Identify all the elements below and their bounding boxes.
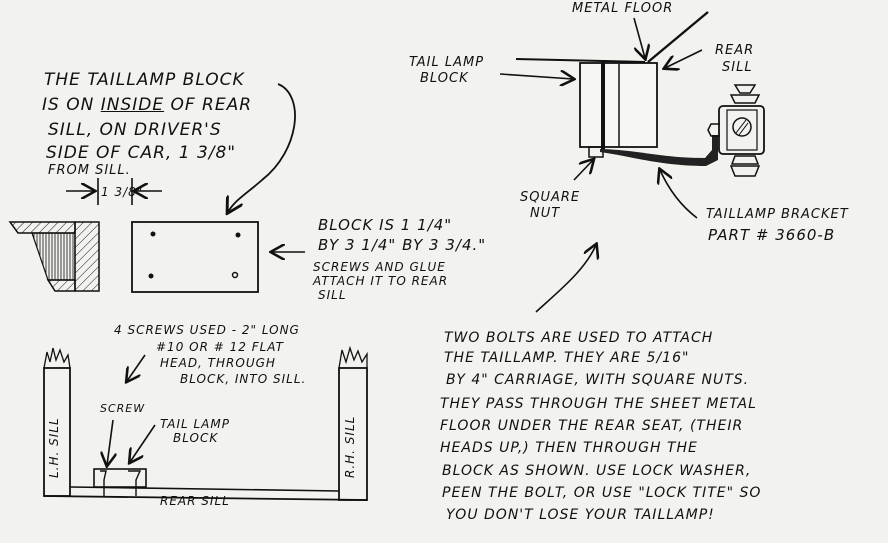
- note-line: SILL: [318, 288, 347, 302]
- arrow-bracket: [660, 170, 698, 219]
- note-line: SCREWS AND GLUE: [313, 260, 446, 274]
- sill-cross-section: [8, 221, 100, 292]
- label-bracket: TAILLAMP BRACKET: [706, 207, 849, 222]
- note-text: OF REAR: [164, 95, 253, 115]
- label-metal-floor: METAL FLOOR: [572, 1, 674, 16]
- note-line: THE TAILLAMP. THEY ARE 5/16": [444, 350, 690, 366]
- note-text: IS ON: [42, 95, 101, 115]
- note-line: BLOCK, INTO SILL.: [180, 372, 307, 386]
- arrow-metal-floor: [633, 17, 645, 58]
- note-line: THEY PASS THROUGH THE SHEET METAL: [440, 396, 757, 412]
- label-tail-lamp-block: TAIL LAMP: [409, 55, 485, 70]
- label-rear-sill: REAR SILL: [160, 494, 230, 508]
- note-line: FROM SILL.: [48, 163, 131, 178]
- assembly-drawing: [515, 11, 765, 177]
- label-bracket-part-number: PART # 3660-B: [708, 226, 836, 244]
- label-lh-sill: L.H. SILL: [47, 417, 61, 478]
- note-line: SIDE OF CAR, 1 3/8": [46, 143, 237, 163]
- note-line: BLOCK IS 1 1/4": [318, 216, 453, 234]
- note-line: #10 OR # 12 FLAT: [156, 340, 284, 354]
- note-line: 4 SCREWS USED - 2" LONG: [114, 323, 300, 337]
- label-tail-lamp-block: BLOCK: [420, 71, 469, 86]
- arrow-screws-note: [127, 354, 146, 381]
- label-rear-sill: REAR: [715, 43, 755, 58]
- dimension-label: 1 3/8": [101, 185, 144, 199]
- note-line: SILL, ON DRIVER'S: [48, 120, 222, 140]
- taillamp-icon: [707, 84, 765, 177]
- note-line: HEADS UP,) THEN THROUGH THE: [440, 440, 698, 456]
- label-frame-block: BLOCK: [173, 431, 219, 445]
- note-line: IS ON INSIDE OF REAR: [42, 97, 252, 114]
- note-line: BY 3 1/4" BY 3 3/4.": [318, 236, 487, 254]
- label-frame-block: TAIL LAMP: [160, 417, 230, 431]
- note-line: HEAD, THROUGH: [160, 356, 276, 370]
- note-line: BLOCK AS SHOWN. USE LOCK WASHER,: [442, 463, 752, 479]
- frame-drawing: [43, 345, 368, 501]
- note-line: THE TAILLAMP BLOCK: [44, 70, 245, 90]
- note-line: TWO BOLTS ARE USED TO ATTACH: [444, 330, 714, 346]
- arrow-frame-block: [130, 424, 156, 462]
- label-rear-sill: SILL: [722, 60, 753, 75]
- note-emphasis: INSIDE: [100, 95, 165, 115]
- arrow-from-bolts-note: [535, 245, 596, 313]
- dimension-marker: [66, 178, 162, 205]
- note-line: YOU DON'T LOSE YOUR TAILLAMP!: [446, 507, 715, 523]
- note-line: PEEN THE BOLT, OR USE "LOCK TITE" SO: [442, 485, 762, 501]
- note-line: ATTACH IT TO REAR: [313, 274, 449, 288]
- arrow-square-nut: [573, 160, 593, 181]
- arrow-to-block: [228, 83, 296, 212]
- label-rh-sill: R.H. SILL: [343, 415, 357, 478]
- arrow-screw: [107, 419, 113, 465]
- arrow-rear-sill: [665, 49, 703, 68]
- block-face-view: [131, 221, 259, 293]
- label-square-nut: NUT: [530, 206, 561, 221]
- label-square-nut: SQUARE: [520, 190, 581, 205]
- note-line: FLOOR UNDER THE REAR SEAT, (THEIR: [440, 418, 744, 434]
- label-screw: SCREW: [100, 402, 146, 415]
- note-line: BY 4" CARRIAGE, WITH SQUARE NUTS.: [446, 372, 750, 388]
- arrow-block: [499, 74, 573, 79]
